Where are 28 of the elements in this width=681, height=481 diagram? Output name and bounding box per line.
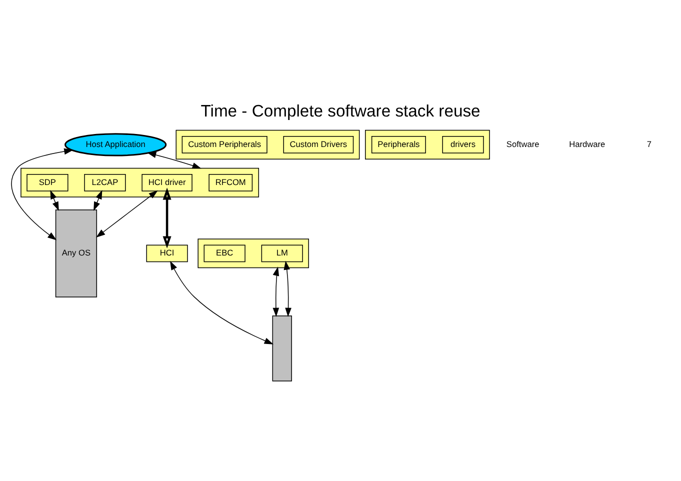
node-box: SDP (26, 174, 68, 192)
arrow (94, 190, 102, 211)
node-box: HCI driver (142, 174, 192, 192)
label: Software (506, 138, 540, 149)
cluster (176, 130, 360, 160)
node-box: Custom Drivers (283, 136, 354, 154)
label: Hardware (569, 138, 606, 149)
arrow (11, 148, 74, 240)
diagram-title: Time - Complete software stack reuse (200, 101, 480, 120)
arrow (50, 190, 59, 211)
cluster (365, 130, 490, 160)
cluster (198, 238, 309, 268)
node-box: HCI (146, 244, 188, 262)
node-box: L2CAP (84, 174, 126, 192)
node-box: Custom Peripherals (182, 136, 268, 154)
arrow (170, 260, 274, 344)
arrow (284, 260, 292, 317)
arrow (147, 152, 202, 169)
label: 7 (646, 138, 652, 149)
arrow (272, 266, 280, 317)
arrow (162, 188, 172, 248)
node-box: EBC (204, 244, 246, 262)
node-box: drivers (442, 136, 484, 154)
node-box: RFCOM (208, 174, 253, 192)
node-box: Any OS (55, 210, 98, 298)
node-box: LM (261, 244, 303, 262)
node-box: Peripherals (371, 136, 426, 154)
node-bar (272, 316, 292, 382)
